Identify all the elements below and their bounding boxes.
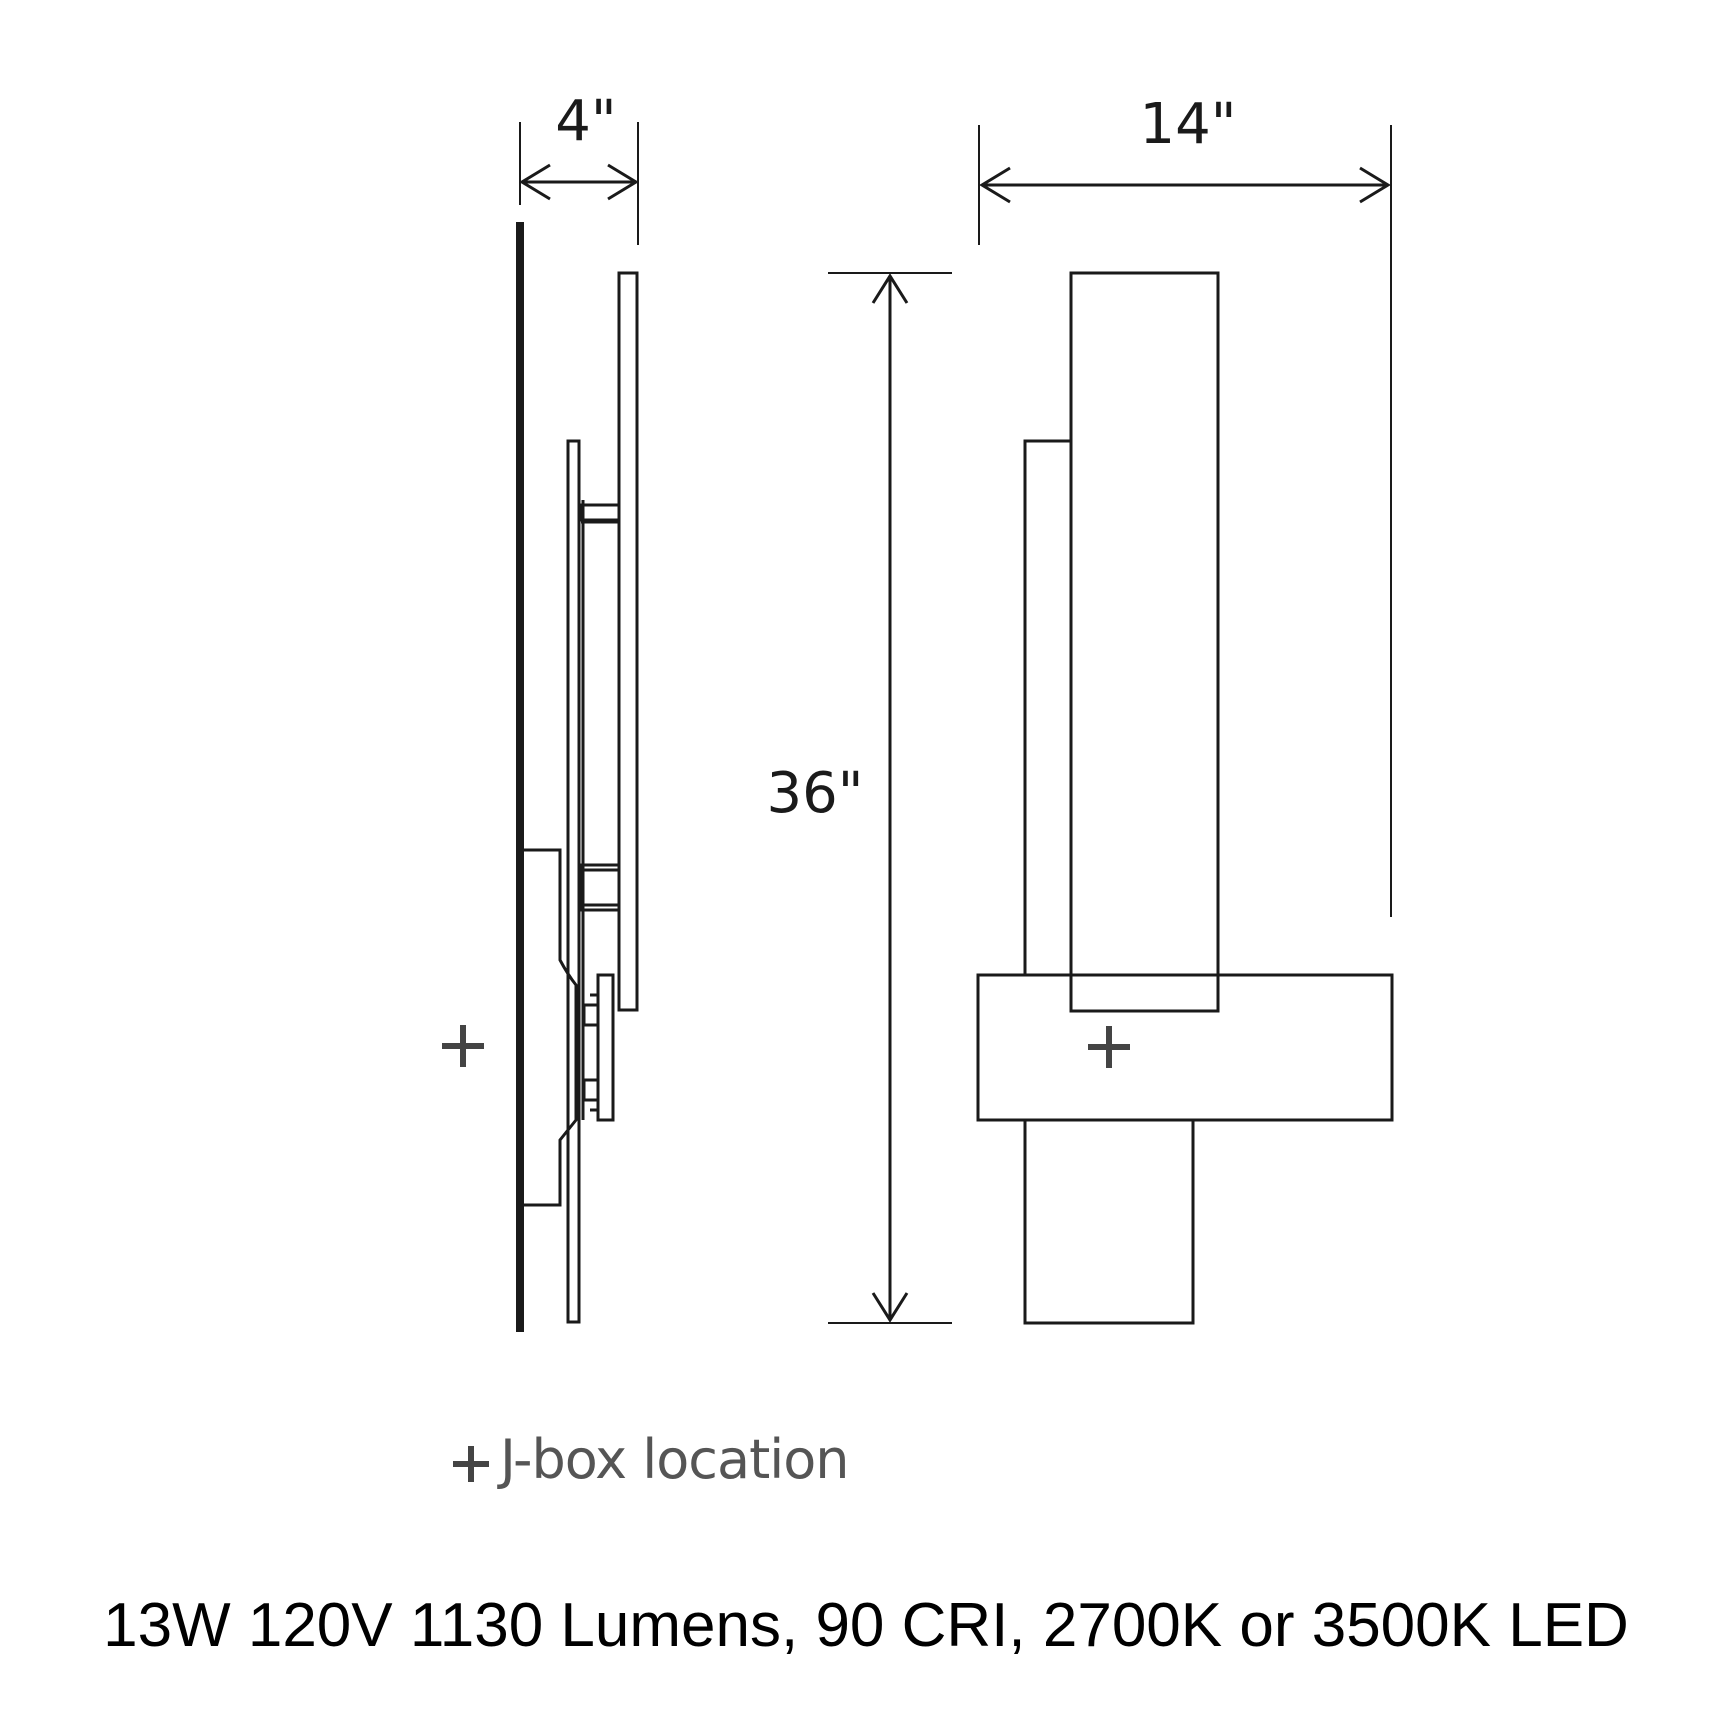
- height-label: 36": [766, 761, 863, 826]
- jbox-legend-label: J-box location: [497, 1428, 849, 1491]
- side-wall-bracket: [524, 848, 578, 1207]
- front-view: 14": [976, 92, 1394, 1325]
- depth-label: 4": [555, 89, 616, 154]
- side-upper-standoff: [579, 503, 621, 522]
- front-shade-panel: [1069, 271, 1220, 1013]
- side-jbox-marker-icon: [442, 1025, 484, 1067]
- depth-dimension: 4": [519, 89, 639, 245]
- front-crossbar: [976, 973, 1394, 1122]
- width-dimension: 14": [978, 92, 1392, 917]
- specs-text: 13W 120V 1130 Lumens, 90 CRI, 2700K or 3…: [103, 1591, 1629, 1660]
- width-label: 14": [1139, 92, 1236, 157]
- plus-icon: [453, 1446, 489, 1482]
- side-lower-element: [596, 973, 615, 1122]
- side-outer-panel: [617, 271, 639, 1012]
- front-rear-panel: [1023, 439, 1073, 977]
- front-jbox-marker-icon: [1088, 1026, 1130, 1068]
- side-rear-panel: [566, 439, 581, 1324]
- side-wall-plate: [516, 222, 524, 1332]
- side-view: 4": [442, 89, 639, 1332]
- side-middle-standoff: [579, 863, 621, 912]
- jbox-legend: J-box location: [453, 1428, 850, 1491]
- front-lower-body: [1023, 1118, 1195, 1325]
- height-dimension: 36": [760, 272, 952, 1324]
